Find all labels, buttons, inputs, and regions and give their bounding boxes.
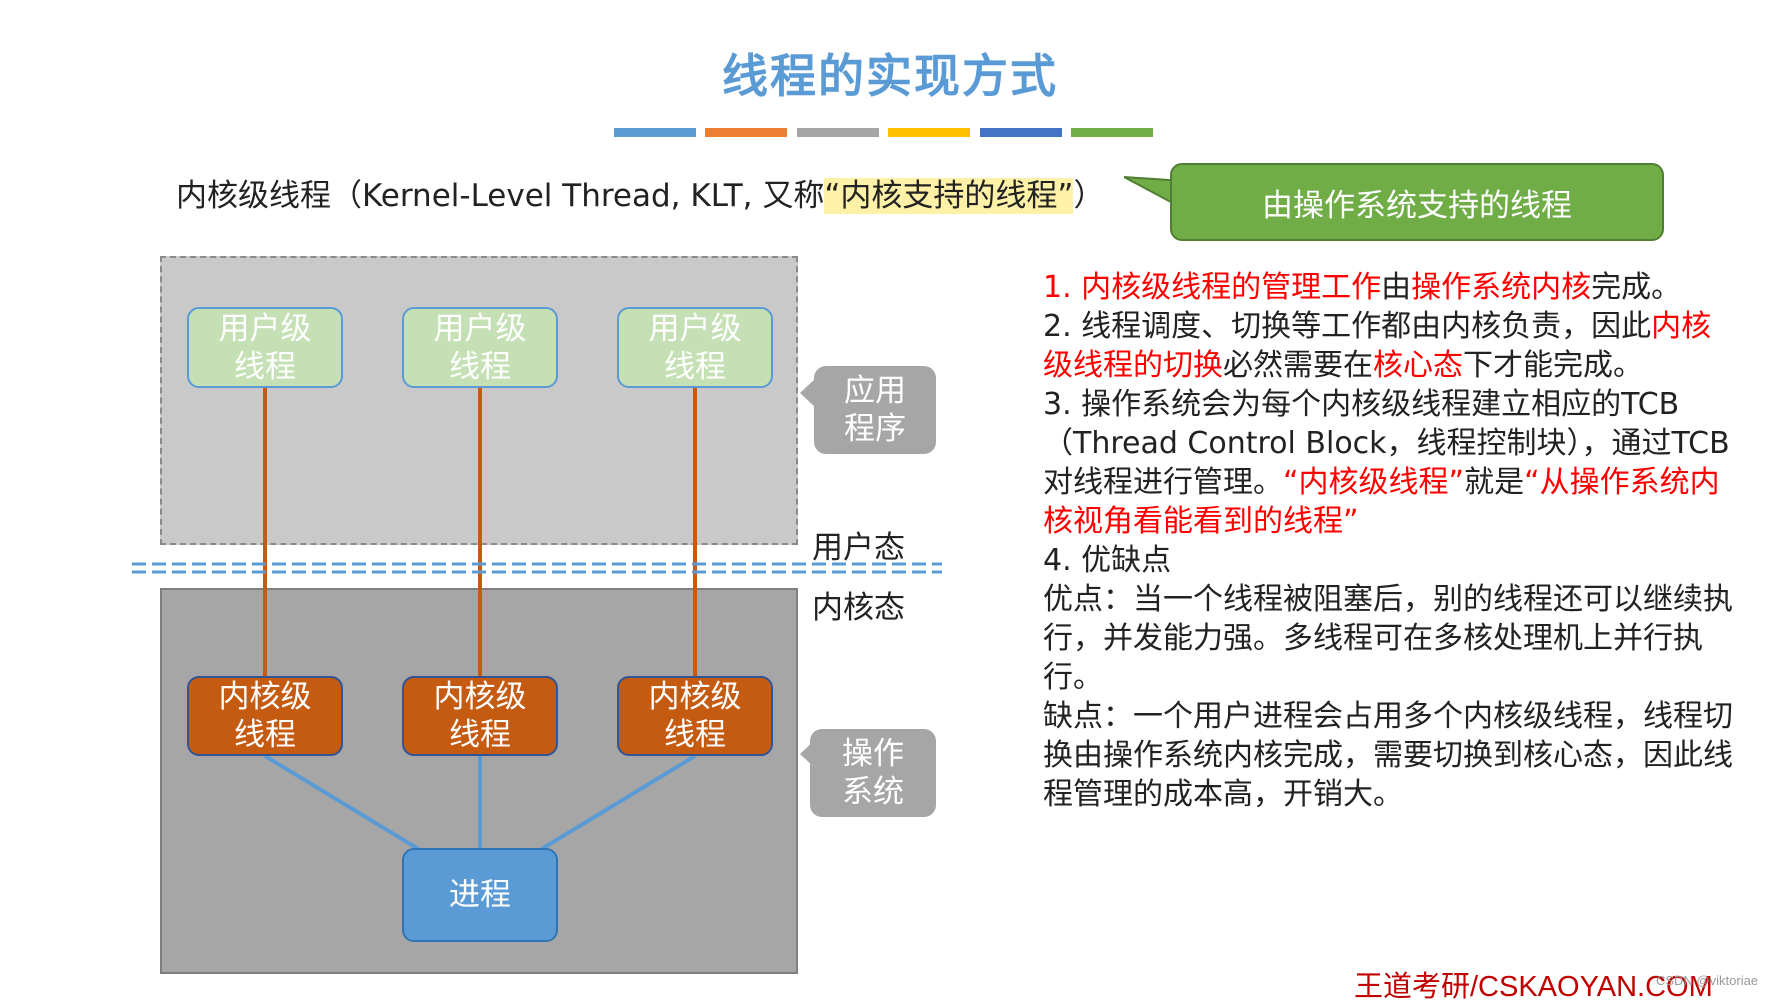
color-bar-segment bbox=[614, 128, 696, 137]
point-3: 3. 操作系统会为每个内核级线程建立相应的TCB（Thread Control … bbox=[1043, 385, 1733, 541]
point-1: 1. 内核级线程的管理工作由操作系统内核完成。 bbox=[1043, 268, 1733, 307]
point-3-a: 3. 操作系统会为每个内核级线程建立相应的TCB（Thread Control … bbox=[1043, 387, 1730, 500]
point-2-e: 下才能完成。 bbox=[1463, 348, 1643, 383]
kernel-level-thread-label: 内核级 线程 bbox=[433, 679, 527, 753]
color-bar-segment bbox=[1071, 128, 1153, 137]
point-4-heading: 4. 优缺点 bbox=[1043, 543, 1172, 578]
color-bar-segment bbox=[980, 128, 1062, 137]
subtitle-highlight: “内核支持的线程” bbox=[824, 178, 1074, 214]
user-level-thread: 用户级 线程 bbox=[187, 307, 343, 388]
kernel-mode-label: 内核态 bbox=[812, 590, 905, 626]
application-tag-label: 应用 程序 bbox=[844, 373, 906, 447]
callout-pointer bbox=[1124, 176, 1184, 211]
user-level-thread-label: 用户级 线程 bbox=[433, 310, 527, 385]
kernel-level-thread: 内核级 线程 bbox=[617, 676, 773, 756]
callout-box: 由操作系统支持的线程 bbox=[1170, 163, 1664, 241]
color-bar-segment bbox=[797, 128, 879, 137]
point-1-a: 1. 内核级线程的管理工作 bbox=[1043, 270, 1382, 305]
kernel-level-thread: 内核级 线程 bbox=[402, 676, 558, 756]
point-1-c: 操作系统内核 bbox=[1411, 270, 1592, 305]
color-bar-segment bbox=[705, 128, 787, 137]
point-3-c: 就是 bbox=[1464, 465, 1525, 500]
kernel-level-thread: 内核级 线程 bbox=[187, 676, 343, 756]
point-2-c: 必然需要在 bbox=[1223, 348, 1373, 383]
point-2-b: 内核级线程的切换 bbox=[1043, 309, 1712, 383]
color-bar-segment bbox=[888, 128, 970, 137]
point-3-b: “内核级线程” bbox=[1283, 465, 1465, 500]
watermark: CSDN @viktoriae bbox=[1656, 973, 1759, 988]
pros-text: 优点：当一个线程被阻塞后，别的线程还可以继续执行，并发能力强。多线程可在多核处理… bbox=[1043, 582, 1733, 695]
application-tag: 应用 程序 bbox=[814, 366, 936, 454]
point-1-d: 完成。 bbox=[1591, 270, 1682, 305]
user-level-thread: 用户级 线程 bbox=[402, 307, 558, 388]
operating-system-tag-label: 操作 系统 bbox=[842, 736, 904, 810]
point-3-d: “从操作系统内核视角看能看到的线程” bbox=[1043, 465, 1720, 539]
point-2-a: 2. 线程调度、切换等工作都由内核负责，因此 bbox=[1043, 309, 1652, 344]
process-node: 进程 bbox=[402, 848, 558, 942]
user-mode-label: 用户态 bbox=[812, 530, 905, 566]
process-label: 进程 bbox=[449, 877, 511, 913]
cons-text: 缺点：一个用户进程会占用多个内核级线程，线程切换由操作系统内核完成，需要切换到核… bbox=[1043, 699, 1733, 812]
operating-system-tag: 操作 系统 bbox=[810, 729, 936, 817]
link-klt-proc-3 bbox=[538, 754, 697, 852]
kernel-level-thread-label: 内核级 线程 bbox=[648, 679, 742, 753]
link-klt-proc-1 bbox=[263, 754, 422, 852]
subtitle-text: 内核级线程（Kernel-Level Thread, KLT, 又称 bbox=[176, 178, 825, 214]
user-level-thread-label: 用户级 线程 bbox=[648, 310, 742, 385]
app-tag-pointer bbox=[800, 378, 816, 408]
point-2: 2. 线程调度、切换等工作都由内核负责，因此内核级线程的切换必然需要在核心态下才… bbox=[1043, 307, 1733, 385]
subtitle: 内核级线程（Kernel-Level Thread, KLT, 又称“内核支持的… bbox=[176, 170, 1104, 215]
subtitle-end: ） bbox=[1073, 178, 1105, 214]
user-level-thread: 用户级 线程 bbox=[617, 307, 773, 388]
point-2-d: 核心态 bbox=[1373, 348, 1463, 383]
point-1-b: 由 bbox=[1381, 270, 1412, 305]
user-level-thread-label: 用户级 线程 bbox=[218, 310, 312, 385]
slide-title: 线程的实现方式 bbox=[722, 49, 1058, 103]
kernel-level-thread-label: 内核级 线程 bbox=[218, 679, 312, 753]
explanation-text: 1. 内核级线程的管理工作由操作系统内核完成。 2. 线程调度、切换等工作都由内… bbox=[1043, 268, 1733, 814]
